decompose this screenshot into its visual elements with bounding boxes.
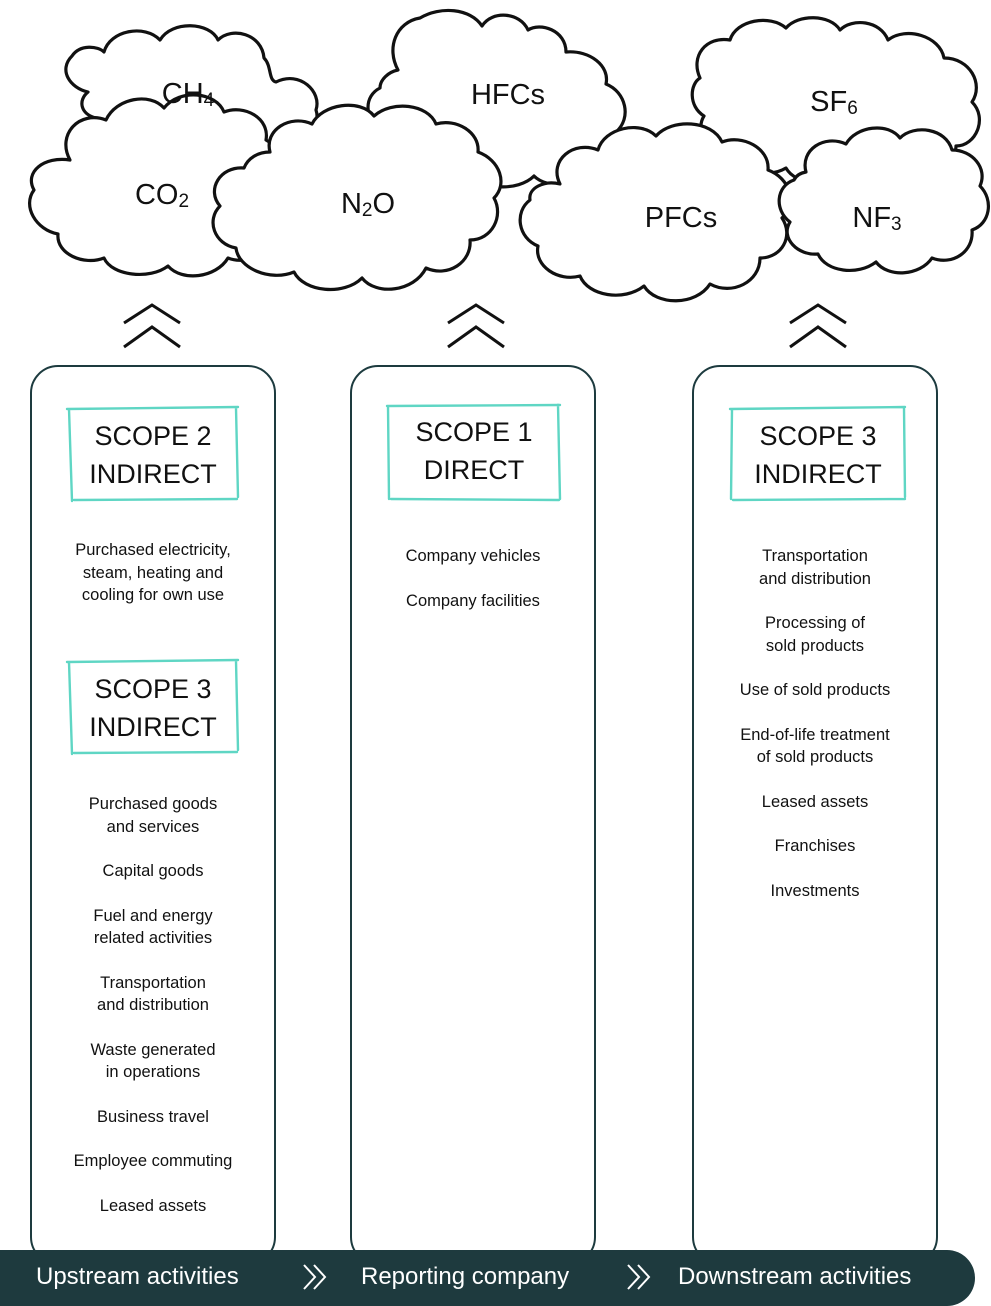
list-item: Transportation and distribution: [759, 547, 871, 588]
reporting-company-label: Reporting company: [361, 1263, 570, 1290]
value-chain-bar: Upstream activities Reporting company Do…: [0, 1250, 975, 1306]
scope-subtitle: INDIRECT: [89, 712, 217, 742]
n2o-cloud: [211, 103, 503, 292]
greenhouse-gas-clouds: [28, 8, 990, 303]
double-chevron-right-icon: [303, 1264, 327, 1290]
upstream-label: Upstream activities: [36, 1263, 239, 1290]
scope-box-frame: [385, 403, 562, 502]
scope-subtitle: INDIRECT: [754, 459, 882, 489]
nf3-cloud: [777, 126, 990, 275]
gas-label-ch4: CH4: [161, 78, 215, 111]
list-item: Capital goods: [102, 862, 204, 880]
gas-label-sf6: SF6: [810, 86, 858, 119]
double-chevron-up-icon: [123, 303, 181, 349]
scope-2-items: Purchased electricity, steam, heating an…: [32, 539, 274, 629]
scope-title: SCOPE 2: [94, 421, 212, 451]
gas-label-n2o: N2O: [340, 188, 396, 221]
scope-subtitle: INDIRECT: [89, 459, 217, 489]
gas-label-hfcs: HFCs: [470, 79, 546, 111]
scope-3-downstream-box: SCOPE 3 INDIRECT: [728, 405, 907, 502]
list-item: Business travel: [97, 1107, 209, 1126]
gas-label-co2: CO2: [134, 179, 190, 212]
gas-label-nf3: NF3: [852, 202, 902, 235]
scope-1-items: Company vehicles Company facilities: [352, 545, 594, 634]
list-item: Use of sold products: [739, 681, 891, 699]
list-item: Franchises: [774, 837, 856, 855]
list-item: Purchased goods and services: [88, 795, 218, 836]
downstream-column: SCOPE 3 INDIRECT Transportation and dist…: [692, 365, 938, 1265]
list-item: Waste generated in operations: [90, 1040, 216, 1082]
gas-label-pfcs: PFCs: [644, 202, 718, 234]
list-item: Leased assets: [761, 792, 869, 811]
reporting-column: SCOPE 1 DIRECT Company vehicles Company …: [350, 365, 596, 1265]
list-item: Fuel and energy related activities: [93, 906, 213, 948]
scope-title: SCOPE 1: [415, 417, 533, 447]
list-item: Transportation and distribution: [97, 973, 209, 1015]
list-item: Purchased electricity, steam, heating an…: [75, 541, 231, 604]
pfcs-cloud: [518, 122, 792, 303]
scope-3-downstream-items: Transportation and distribution Processi…: [694, 545, 936, 924]
double-chevron-up-icon: [789, 303, 847, 349]
scope-title: SCOPE 3: [759, 421, 877, 451]
scope-subtitle: DIRECT: [423, 455, 525, 485]
downstream-label: Downstream activities: [678, 1263, 912, 1290]
scope-box-frame: [728, 405, 907, 502]
scope-2-indirect-box: SCOPE 2 INDIRECT: [65, 405, 240, 503]
list-item: Leased assets: [99, 1196, 207, 1215]
list-item: Employee commuting: [73, 1152, 233, 1170]
list-item: Processing of sold products: [765, 614, 865, 655]
scope-title: SCOPE 3: [94, 674, 212, 704]
list-item: End-of-life treatment of sold products: [740, 725, 890, 767]
scope-3-upstream-items: Purchased goods and services Capital goo…: [32, 793, 274, 1239]
scope-1-direct-box: SCOPE 1 DIRECT: [385, 403, 562, 502]
double-chevron-right-icon: [627, 1264, 651, 1290]
scope-box-frame: [65, 658, 240, 756]
double-chevron-up-icon: [447, 303, 505, 349]
list-item: Company vehicles: [405, 547, 541, 565]
upstream-column: SCOPE 2 INDIRECT Purchased electricity, …: [30, 365, 276, 1265]
scope-3-indirect-box: SCOPE 3 INDIRECT: [65, 658, 240, 756]
list-item: Company facilities: [406, 591, 540, 610]
scope-box-frame: [65, 405, 240, 503]
list-item: Investments: [770, 881, 860, 900]
